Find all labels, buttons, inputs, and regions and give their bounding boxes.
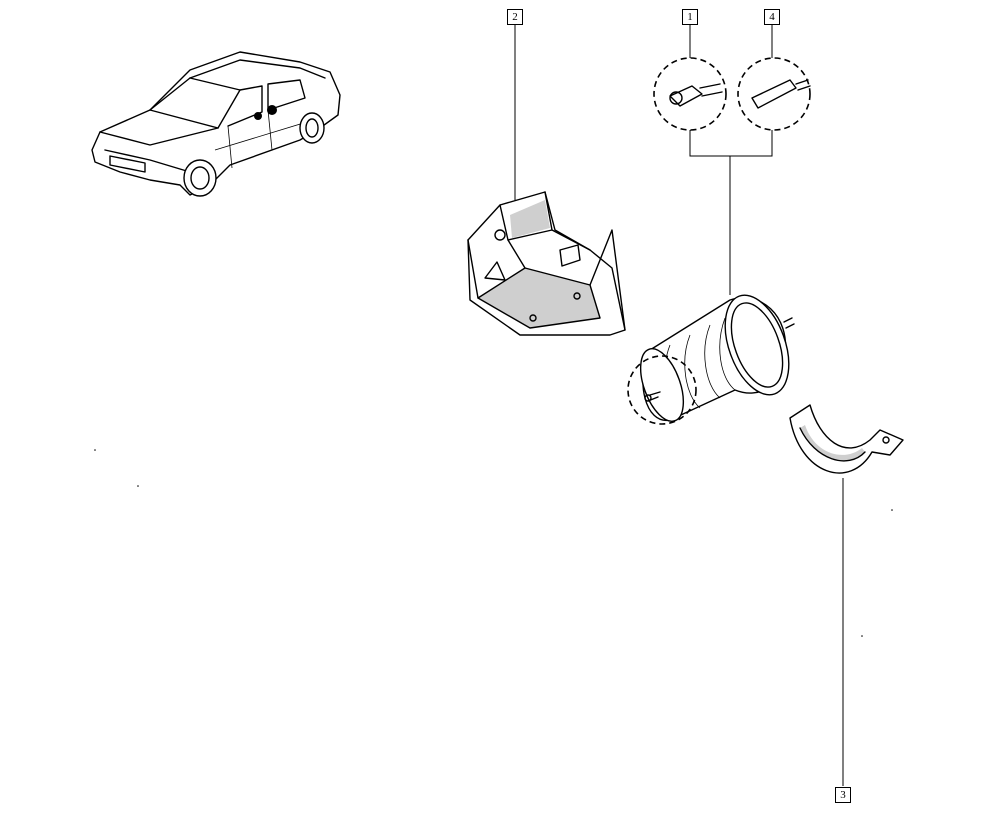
callout-4: 4	[764, 9, 780, 25]
connector-detail-4	[737, 57, 811, 131]
mounting-bracket	[467, 191, 626, 336]
callout-3: 3	[835, 787, 851, 803]
scan-specks	[94, 449, 893, 637]
connector-detail-1	[653, 57, 727, 131]
callout-2: 2	[507, 9, 523, 25]
filter-clamp	[789, 404, 904, 474]
leader-lines	[514, 25, 844, 786]
callout-1: 1	[682, 9, 698, 25]
fuel-filter	[627, 294, 795, 425]
car-illustration	[91, 51, 341, 197]
